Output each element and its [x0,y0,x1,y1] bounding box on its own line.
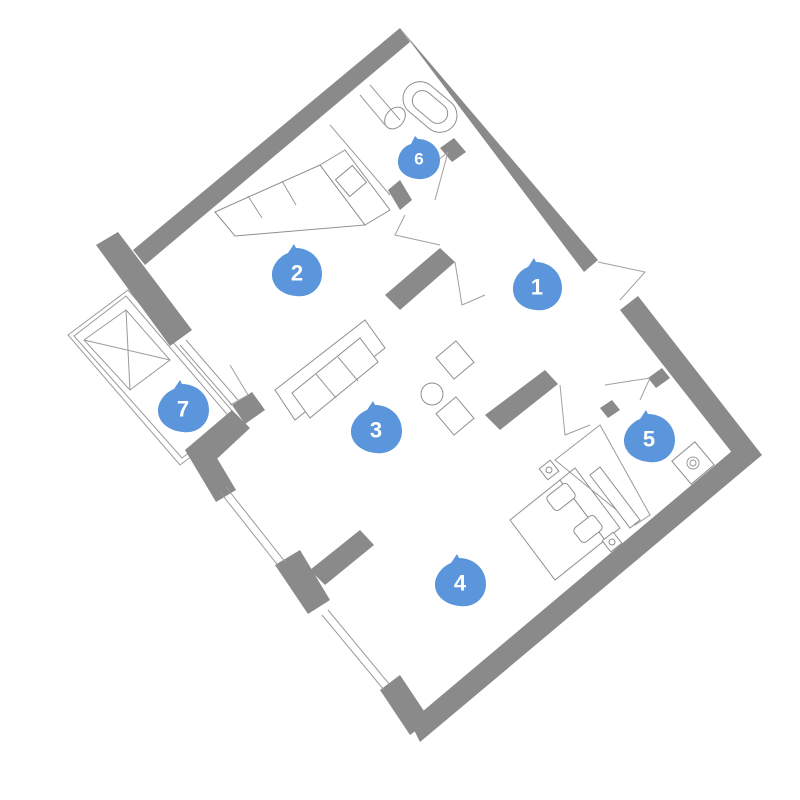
bathroom-5-fixtures [554,424,715,529]
room-label-6: 6 [414,150,423,169]
room-label-1: 1 [531,275,543,300]
room-badge-4: 4 [434,554,486,607]
room-label-7: 7 [177,397,189,422]
room-label-2: 2 [291,261,303,286]
room-badge-6: 6 [397,136,440,180]
room-badge-5: 5 [623,410,675,463]
room-badge-7: 7 [157,380,209,433]
walls [96,28,762,742]
room-badge-2: 2 [271,244,322,297]
room-label-3: 3 [370,418,382,443]
living-furniture [274,319,475,436]
kitchen-counter [214,124,391,237]
room-badge-3: 3 [350,401,402,454]
bathroom-fixtures [359,81,458,133]
windows [179,339,391,691]
room-badge-1: 1 [512,258,562,311]
room-label-5: 5 [643,427,655,452]
room-label-4: 4 [454,571,467,596]
